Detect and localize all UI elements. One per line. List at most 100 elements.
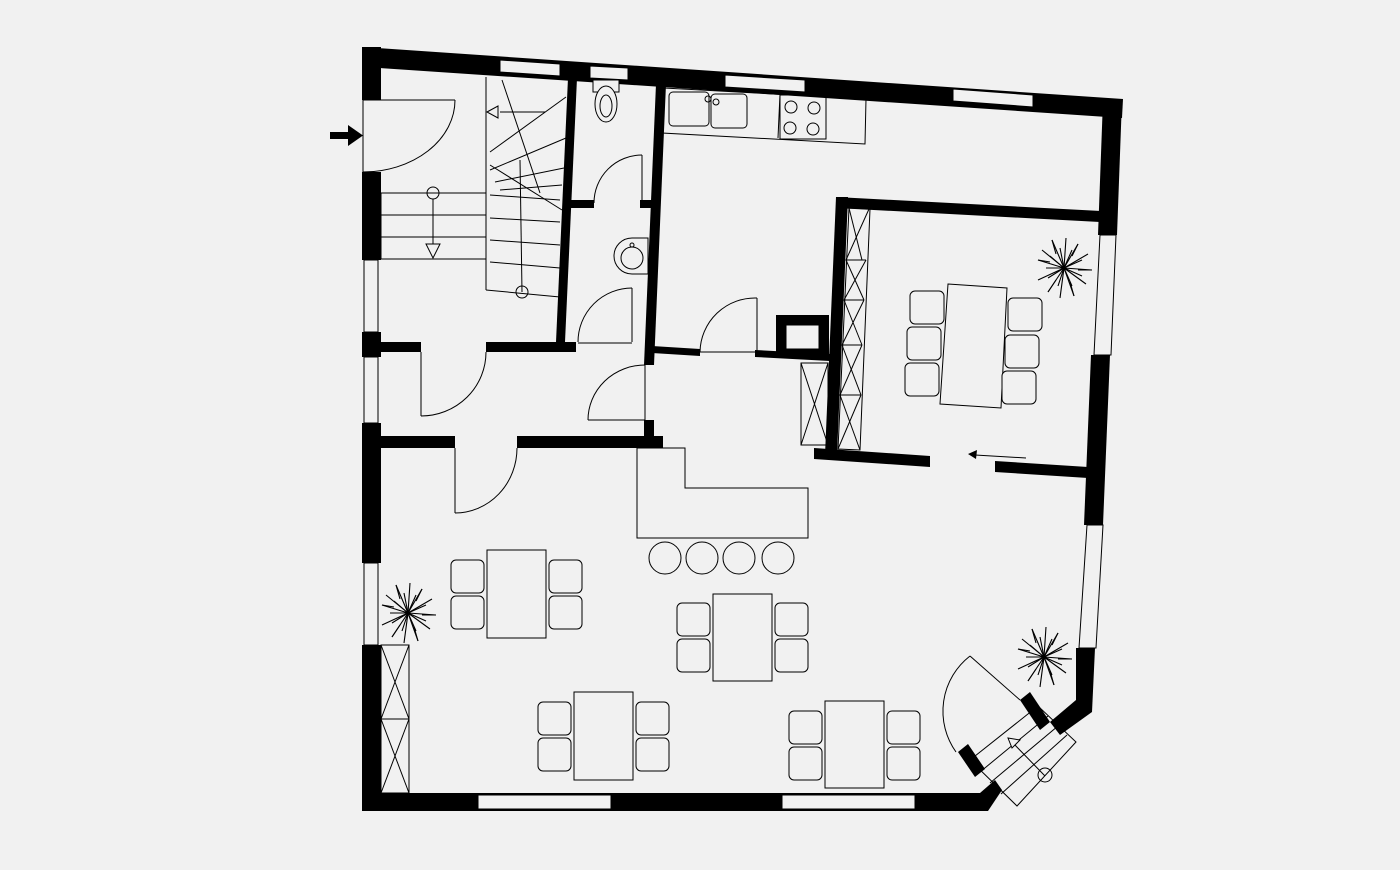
living-door[interactable]	[454, 447, 518, 514]
bar-stool	[648, 541, 682, 575]
interior-walls	[381, 78, 1101, 478]
chair	[635, 701, 670, 736]
left-wall-top	[362, 47, 381, 100]
chair	[676, 602, 711, 637]
table-group	[537, 691, 670, 781]
dining-bottom-wall-a	[814, 448, 930, 467]
hall-door[interactable]	[420, 351, 487, 417]
chair	[548, 559, 583, 594]
chair	[450, 595, 485, 630]
window	[724, 74, 806, 93]
chair	[1004, 334, 1040, 369]
window	[781, 794, 916, 810]
washroom-door[interactable]	[577, 287, 633, 344]
wc-divider-right	[640, 200, 652, 208]
table	[486, 549, 547, 639]
chair	[788, 710, 823, 745]
entrance	[330, 99, 456, 173]
bar-stool	[722, 541, 756, 575]
chair	[537, 737, 572, 772]
left-wall-upper	[362, 172, 381, 260]
chimney-flue	[785, 324, 820, 350]
plant-icon	[1017, 626, 1073, 688]
left-wall-mid2	[362, 423, 381, 563]
exit-steps	[969, 705, 1077, 807]
wall-cabinet	[837, 207, 871, 451]
chair	[904, 362, 940, 397]
sliding-door-arrow-icon	[968, 450, 1027, 459]
dining-room-table	[939, 283, 1008, 409]
table-group	[788, 700, 921, 789]
living-dining-hall	[380, 447, 1077, 807]
window	[1078, 524, 1104, 649]
washroom	[577, 237, 649, 344]
table	[573, 691, 634, 781]
chair	[906, 326, 942, 361]
dining-bottom-wall-b	[995, 461, 1088, 478]
table	[824, 700, 885, 789]
stair-wc-wall	[556, 78, 577, 342]
toilet-icon	[592, 79, 620, 123]
wc-divider-left	[569, 200, 594, 208]
entrance-door[interactable]	[362, 99, 456, 173]
bar-counter	[636, 447, 809, 539]
wc	[592, 79, 643, 205]
arrow-up-icon	[1007, 737, 1022, 749]
dining-left-wall	[825, 197, 848, 455]
arrow-right-icon	[330, 125, 363, 146]
plant-icon	[381, 582, 437, 644]
bar-stool	[685, 541, 719, 575]
window	[952, 88, 1034, 108]
corridor-wall-a	[381, 436, 455, 448]
windows	[363, 59, 1117, 810]
chair	[548, 595, 583, 630]
chair	[774, 638, 809, 673]
window	[363, 356, 379, 424]
chair	[1007, 297, 1043, 332]
bevel-wall	[1050, 700, 1092, 735]
kitchen-sink-icon	[668, 91, 748, 129]
window	[499, 59, 561, 77]
table-group	[450, 549, 583, 639]
stove-icon	[779, 94, 827, 140]
table	[712, 593, 773, 682]
bottom-corner-wall	[980, 780, 1002, 811]
table-group	[676, 593, 809, 682]
left-wall-mid	[362, 332, 381, 357]
bar-stool	[761, 541, 795, 575]
left-wall-lower	[362, 645, 381, 811]
window	[363, 259, 379, 333]
corner-door-frame	[958, 692, 1050, 777]
terrace-door[interactable]	[942, 655, 1021, 753]
right-wall-middle	[1084, 355, 1110, 525]
corridor-door[interactable]	[587, 364, 646, 421]
window	[589, 65, 629, 81]
staircase	[380, 77, 567, 299]
chair	[788, 746, 823, 781]
dining-top-wall	[836, 197, 1101, 222]
chair	[886, 746, 921, 781]
hall-wall-b	[486, 342, 576, 352]
corridor-post	[644, 420, 654, 448]
corridor-wall-b	[517, 436, 663, 448]
chair	[450, 559, 485, 594]
sink-icon	[613, 237, 649, 275]
chair	[676, 638, 711, 673]
sideboard	[380, 644, 410, 794]
chair	[774, 602, 809, 637]
wc-door[interactable]	[593, 154, 643, 205]
right-wall-upper	[1098, 100, 1122, 235]
chair	[909, 290, 945, 325]
window	[1093, 234, 1117, 356]
wc-kitchen-wall	[644, 84, 666, 365]
right-wall-lower	[1076, 648, 1095, 712]
chair	[635, 737, 670, 772]
window	[363, 562, 379, 646]
kitchen-bottom-wall-a	[652, 346, 700, 356]
chair	[1001, 370, 1037, 405]
chair	[886, 710, 921, 745]
plant-icon	[1037, 237, 1093, 299]
kitchen-door[interactable]	[699, 297, 758, 353]
window	[477, 794, 612, 810]
